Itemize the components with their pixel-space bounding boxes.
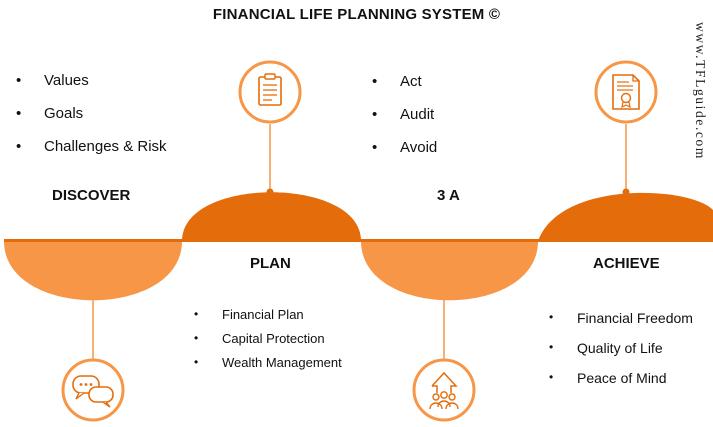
discover-list: Values Goals Challenges & Risk [14, 72, 167, 171]
plan-connector-dot [266, 188, 274, 196]
plan-item: Capital Protection [192, 331, 342, 355]
discover-item: Challenges & Risk [14, 138, 167, 171]
achieve-label: ACHIEVE [593, 255, 660, 272]
achieve-wave [538, 192, 713, 241]
achieve-item: Quality of Life [547, 340, 693, 370]
discover-connector-dot [89, 284, 97, 292]
plan-wave [182, 192, 361, 241]
discover-item: Values [14, 72, 167, 105]
3a-item: Act [370, 73, 437, 106]
plan-item: Financial Plan [192, 307, 342, 331]
3a-item: Avoid [370, 139, 437, 172]
plan-item: Wealth Management [192, 355, 342, 379]
team-growth-icon [412, 358, 476, 422]
3a-label: 3 A [437, 187, 460, 204]
clipboard-icon [238, 60, 302, 124]
website-watermark: www.TFLguide.com [693, 22, 708, 160]
chat-bubbles-icon [61, 358, 125, 422]
discover-item: Goals [14, 105, 167, 138]
certificate-icon [594, 60, 658, 124]
discover-label: DISCOVER [52, 187, 131, 204]
3a-wave [361, 241, 538, 301]
plan-list: Financial Plan Capital Protection Wealth… [192, 307, 342, 379]
diagram-title: FINANCIAL LIFE PLANNING SYSTEM © [212, 6, 501, 23]
timeline-baseline [4, 239, 713, 242]
3a-item: Audit [370, 106, 437, 139]
3a-list: Act Audit Avoid [370, 73, 437, 172]
achieve-list: Financial Freedom Quality of Life Peace … [547, 310, 693, 400]
achieve-connector-dot [622, 188, 630, 196]
achieve-item: Peace of Mind [547, 370, 693, 400]
discover-wave [4, 241, 182, 301]
3a-connector-dot [440, 286, 448, 294]
achieve-item: Financial Freedom [547, 310, 693, 340]
plan-label: PLAN [250, 255, 291, 272]
